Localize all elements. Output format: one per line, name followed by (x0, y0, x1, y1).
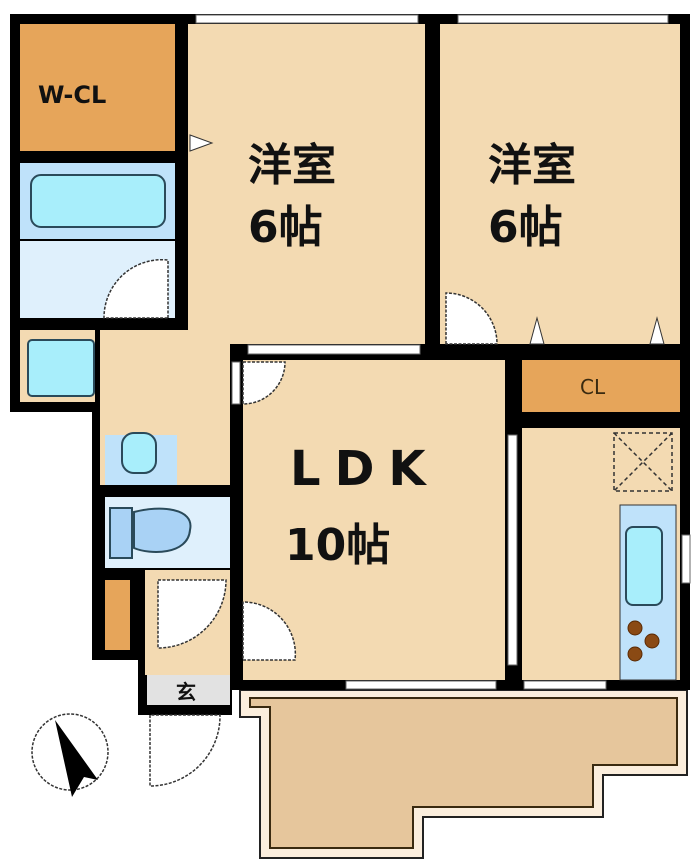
walk-in-closet-label: W-CL (38, 81, 106, 109)
refrigerator-space-icon (613, 432, 673, 492)
western-room-1-size: 6帖 (248, 202, 323, 253)
balcony (239, 689, 688, 859)
washbasin-icon (27, 339, 95, 397)
door-swing-icon (242, 361, 286, 405)
sliding-door (507, 434, 518, 666)
closet (522, 360, 680, 412)
window (523, 680, 607, 690)
ldk-size: 10帖 (285, 520, 390, 571)
closet-door-marker (529, 316, 545, 345)
window (345, 680, 497, 690)
bathtub-icon (30, 174, 166, 228)
entrance (147, 675, 230, 705)
western-room-1-name: 洋室 (248, 140, 336, 191)
western-room-2-size: 6帖 (488, 202, 563, 253)
sliding-door (231, 361, 241, 405)
kitchen-sink-icon (625, 526, 663, 606)
entrance-door-icon (149, 714, 221, 787)
entrance-label: 玄 (176, 680, 196, 704)
western-room-1 (188, 24, 425, 344)
sliding-door (247, 344, 421, 355)
stove-icon (627, 620, 660, 662)
compass-north-icon (31, 713, 109, 797)
closet-label: CL (580, 375, 606, 399)
ldk-name: LDK (290, 441, 440, 497)
window (457, 14, 669, 24)
door-swing-icon (157, 579, 227, 649)
door-swing-icon (242, 601, 297, 661)
shoe-closet (105, 580, 130, 650)
western-room-2 (440, 24, 680, 344)
walk-in-closet (20, 24, 175, 151)
door-swing-icon (103, 258, 169, 319)
washing-machine-icon (121, 432, 157, 474)
toilet-icon (109, 507, 192, 559)
western-room-2-name: 洋室 (488, 140, 576, 191)
closet-door-marker (649, 316, 665, 345)
door-swing-icon (445, 292, 498, 345)
window (681, 534, 691, 584)
window (195, 14, 419, 24)
closet-door-marker (189, 134, 214, 152)
